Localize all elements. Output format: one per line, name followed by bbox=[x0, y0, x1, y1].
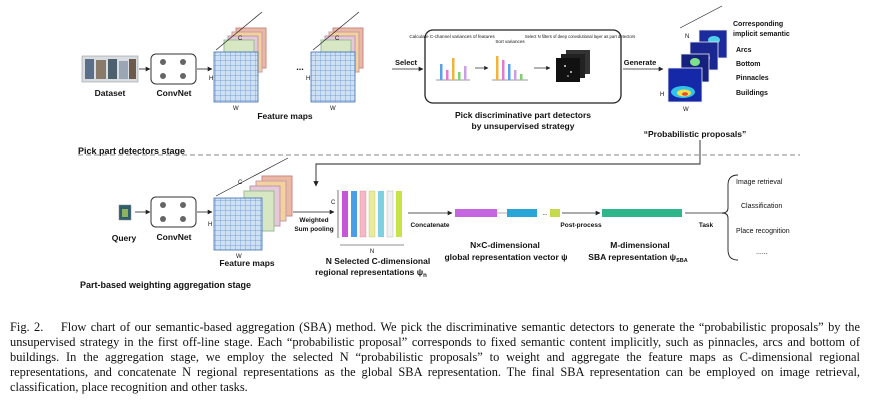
h-label-proposals: H bbox=[660, 92, 664, 98]
regional-label-sub: n bbox=[423, 273, 427, 279]
convnet-label-bottom: ConvNet bbox=[157, 232, 192, 242]
regional-label-line1: N Selected C-dimensional bbox=[326, 256, 430, 266]
n-label-regional: N bbox=[370, 249, 374, 255]
convnet-label-top: ConvNet bbox=[157, 88, 192, 98]
pick-step-2: Sort variances bbox=[495, 39, 525, 44]
w-label-proposals: W bbox=[683, 107, 689, 113]
task-label: Task bbox=[699, 222, 714, 229]
dataset-thumbnails bbox=[81, 55, 139, 83]
caption-label: Fig. 2. bbox=[10, 320, 44, 334]
probabilistic-proposal-maps bbox=[667, 5, 728, 103]
c-label-query: C bbox=[238, 180, 243, 186]
h-label-query: H bbox=[208, 222, 212, 228]
feature-maps-label-top: Feature maps bbox=[257, 111, 313, 121]
pick-title-line1: Pick discriminative part detectors bbox=[455, 110, 591, 120]
select-label: Select bbox=[395, 58, 418, 67]
sba-label-line1: M-dimensional bbox=[610, 240, 670, 250]
pick-title-line2: by unsupervised strategy bbox=[472, 121, 575, 131]
proposals-label: “Probabilistic proposals” bbox=[644, 129, 747, 139]
task-item-retrieval: Image retrieval bbox=[736, 179, 783, 186]
stage-label-top: Pick part detectors stage bbox=[78, 146, 185, 156]
sba-representation-vector bbox=[602, 209, 682, 217]
c-label-1: C bbox=[238, 36, 243, 42]
convnet-block-bottom bbox=[150, 196, 197, 228]
task-brace bbox=[721, 174, 739, 261]
global-vector-ellipsis: ... bbox=[542, 211, 547, 217]
feature-maps-label-bottom: Feature maps bbox=[219, 258, 275, 268]
concatenate-label: Concatenate bbox=[410, 222, 449, 229]
feature-map-stack-query bbox=[213, 157, 293, 251]
task-item-more: ...... bbox=[756, 249, 768, 256]
feature-map-stack-1 bbox=[213, 11, 267, 103]
weighted-label-line2: Sum pooling bbox=[294, 226, 333, 233]
convnet-block-top bbox=[150, 53, 197, 85]
semantic-heading-line2: implicit semantic bbox=[733, 31, 790, 38]
post-process-label: Post-process bbox=[560, 222, 602, 229]
semantic-item-arcs: Arcs bbox=[736, 47, 752, 54]
flowchart-figure: Dataset ConvNet C H W ... C H W Feature … bbox=[78, 5, 800, 290]
generate-label: Generate bbox=[624, 58, 657, 67]
dataset-label: Dataset bbox=[95, 88, 126, 98]
caption-text: Flow chart of our semantic-based aggrega… bbox=[10, 320, 860, 394]
c-label-regional: C bbox=[331, 200, 336, 206]
h-label-2: H bbox=[306, 76, 310, 82]
h-label-1: H bbox=[209, 76, 213, 82]
global-label-line2: global representation vector ψ bbox=[444, 252, 567, 262]
semantic-item-buildings: Buildings bbox=[736, 90, 768, 97]
pick-detectors-box bbox=[424, 29, 622, 104]
semantic-heading-line1: Corresponding bbox=[733, 21, 783, 28]
task-item-place-recognition: Place recognition bbox=[736, 228, 790, 235]
weighted-label-line1: Weighted bbox=[299, 217, 328, 224]
semantic-item-bottom: Bottom bbox=[736, 61, 761, 68]
w-label-2: W bbox=[330, 106, 336, 112]
pick-step-1: Calculate C-channel variances of feature… bbox=[409, 34, 495, 39]
w-label-query: W bbox=[236, 254, 242, 260]
stage-label-bottom: Part-based weighting aggregation stage bbox=[80, 280, 251, 290]
feature-map-stack-2 bbox=[310, 11, 364, 103]
global-representation-vector: ... bbox=[455, 209, 560, 217]
regional-label-line2: regional representations ψn bbox=[315, 267, 427, 279]
query-label: Query bbox=[112, 233, 137, 243]
regional-representation-bars bbox=[337, 190, 404, 246]
figure-caption: Fig. 2. Flow chart of our semantic-based… bbox=[10, 320, 860, 395]
w-label-1: W bbox=[233, 106, 239, 112]
sba-label-sub: SBA bbox=[676, 258, 688, 264]
sba-label-line2: SBA representation ψSBA bbox=[588, 252, 687, 264]
stack-ellipsis: ... bbox=[296, 62, 304, 72]
task-item-classification: Classification bbox=[741, 203, 782, 210]
global-label-line1: N×C-dimensional bbox=[470, 240, 540, 250]
n-label-proposals: N bbox=[685, 34, 689, 40]
semantic-item-pinnacles: Pinnacles bbox=[736, 75, 769, 82]
pick-step-3: Select N filters of deep convolutional l… bbox=[525, 34, 635, 39]
c-label-2: C bbox=[335, 36, 340, 42]
